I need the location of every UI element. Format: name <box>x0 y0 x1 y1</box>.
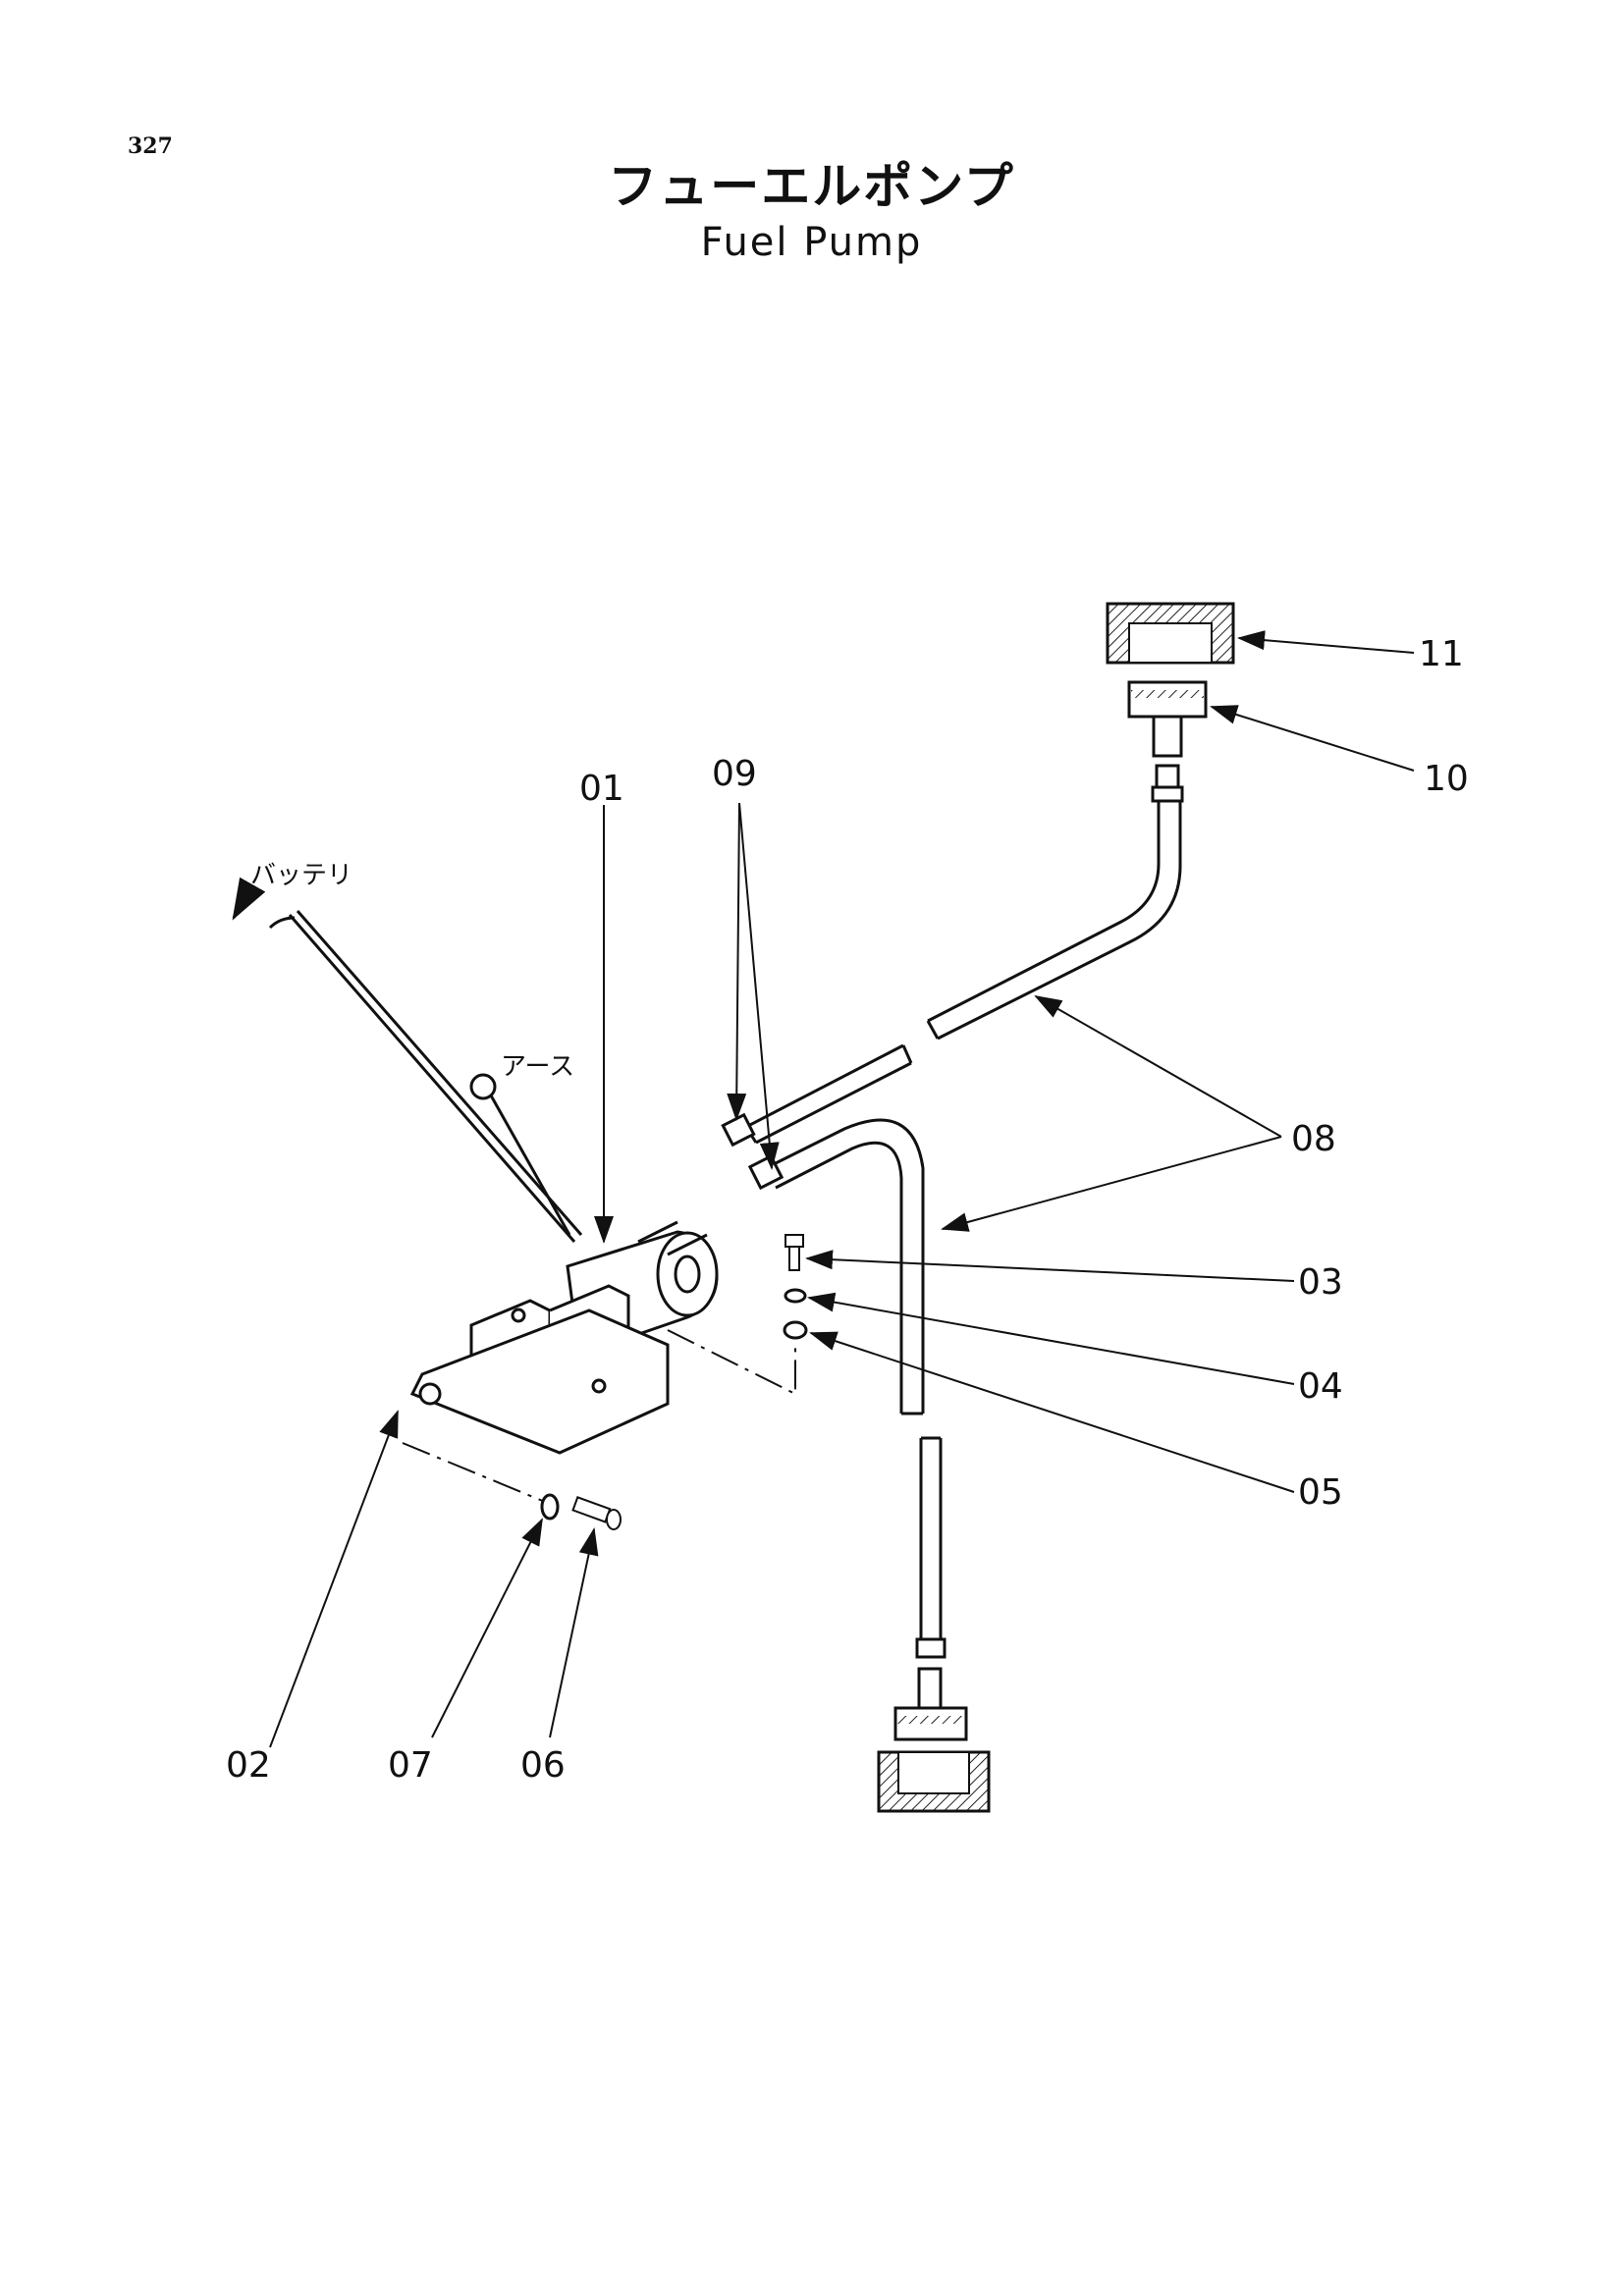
callout-03: 03 <box>1298 1262 1343 1303</box>
callout-01: 01 <box>579 769 624 809</box>
upper-fuel-hose <box>721 764 1184 1148</box>
pump-bracket <box>409 1284 670 1455</box>
pump-wires <box>232 877 583 1243</box>
spring-washer-04 <box>784 1288 807 1304</box>
lower-tank-cap <box>877 1750 991 1813</box>
callout-09: 09 <box>712 754 757 794</box>
bolt-03 <box>784 1234 804 1271</box>
lower-fuel-hose <box>747 1118 947 1710</box>
earth-note: アース <box>501 1052 574 1082</box>
assembly-center-lines <box>402 1329 796 1503</box>
battery-note: バッテリ <box>250 861 352 890</box>
callout-05: 05 <box>1298 1472 1343 1513</box>
bolt-06 <box>571 1496 622 1530</box>
callout-07: 07 <box>388 1745 433 1786</box>
callout-11: 11 <box>1419 634 1464 674</box>
lower-strainer <box>893 1706 968 1741</box>
leader-lines <box>269 630 1415 1748</box>
callout-10: 10 <box>1424 759 1469 799</box>
upper-strainer <box>1127 680 1208 758</box>
nut-05 <box>783 1320 808 1340</box>
page-title-japanese: フューエルポンプ <box>608 158 1015 215</box>
upper-tank-cap <box>1106 602 1235 665</box>
callout-06: 06 <box>520 1745 566 1786</box>
washer-07 <box>540 1493 560 1521</box>
page-number: 327 <box>128 133 173 159</box>
callout-02: 02 <box>226 1745 271 1786</box>
callout-04: 04 <box>1298 1366 1343 1407</box>
callout-08: 08 <box>1291 1119 1336 1159</box>
page-title-english: Fuel Pump <box>700 220 923 265</box>
